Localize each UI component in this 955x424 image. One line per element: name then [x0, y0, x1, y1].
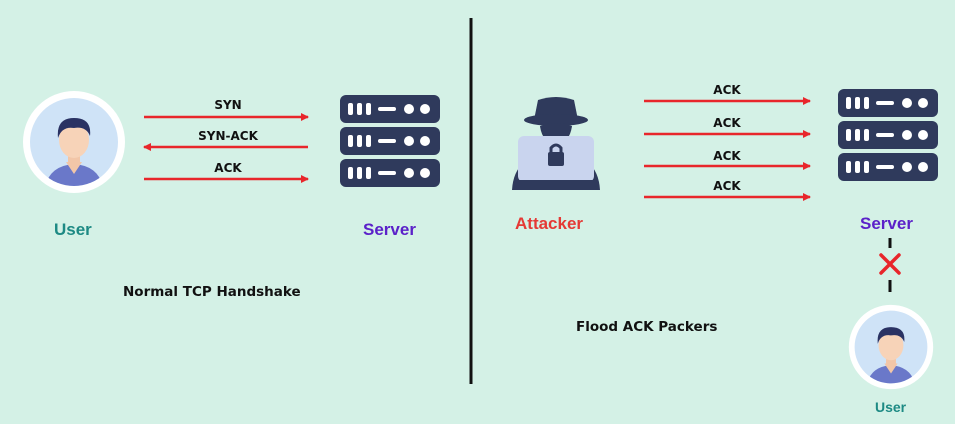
ack-flood-label-1: ACK: [713, 83, 741, 97]
server-label: Server: [860, 214, 913, 233]
attacker-label: Attacker: [515, 214, 584, 233]
server-rack-icon: [340, 95, 440, 192]
user-avatar-icon: [22, 90, 126, 199]
blocked-x-icon: [879, 253, 901, 275]
syn-label: SYN: [214, 98, 242, 112]
user-label: User: [875, 399, 907, 415]
server-label: Server: [363, 220, 416, 239]
ack-flood-label-3: ACK: [713, 149, 741, 163]
syn-ack-label: SYN-ACK: [198, 129, 258, 143]
ack-label: ACK: [214, 161, 242, 175]
server-rack-icon: [838, 89, 938, 186]
left-caption: Normal TCP Handshake: [123, 284, 301, 300]
attacker-hacker-icon: [508, 90, 604, 195]
user-avatar-icon: [848, 304, 934, 395]
right-caption: Flood ACK Packers: [576, 319, 718, 335]
ack-flood-label-4: ACK: [713, 179, 741, 193]
ack-flood-label-2: ACK: [713, 116, 741, 130]
user-label: User: [54, 220, 92, 239]
